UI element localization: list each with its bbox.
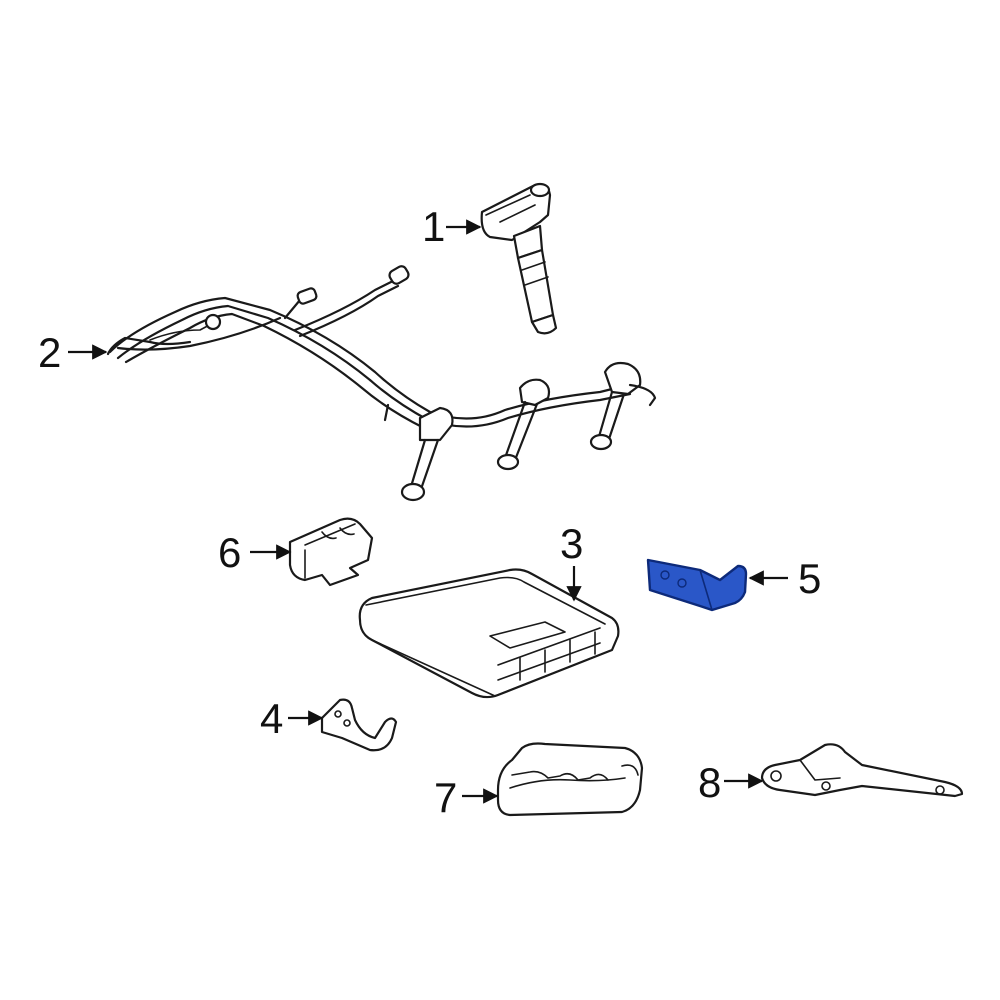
callout-number: 3 <box>560 520 583 567</box>
callout-5[interactable]: 5 <box>748 555 821 602</box>
callout-number: 8 <box>698 759 721 806</box>
callout-3[interactable]: 3 <box>560 520 583 602</box>
callout-number: 6 <box>218 529 241 576</box>
callout-number: 2 <box>38 329 61 376</box>
callout-2[interactable]: 2 <box>38 329 108 376</box>
part-7-module-cover[interactable] <box>496 742 644 817</box>
callout-6[interactable]: 6 <box>218 529 292 576</box>
part-1-ignition-coil[interactable] <box>480 182 558 335</box>
part-8-support-bracket[interactable] <box>760 743 964 798</box>
part-4-bracket[interactable] <box>320 698 398 752</box>
callout-number: 4 <box>260 695 283 742</box>
callout-number: 7 <box>434 774 457 821</box>
callout-8[interactable]: 8 <box>698 759 764 806</box>
callout-7[interactable]: 7 <box>434 774 499 821</box>
callout-1[interactable]: 1 <box>422 203 482 250</box>
callout-number: 1 <box>422 203 445 250</box>
callout-4[interactable]: 4 <box>260 695 324 742</box>
part-6-clip[interactable] <box>288 517 374 587</box>
part-2-spark-plug-wire-set[interactable] <box>106 264 657 502</box>
callout-number: 5 <box>798 555 821 602</box>
part-3-engine-control-module[interactable] <box>358 568 620 699</box>
part-5-bracket-highlighted[interactable] <box>646 558 748 612</box>
